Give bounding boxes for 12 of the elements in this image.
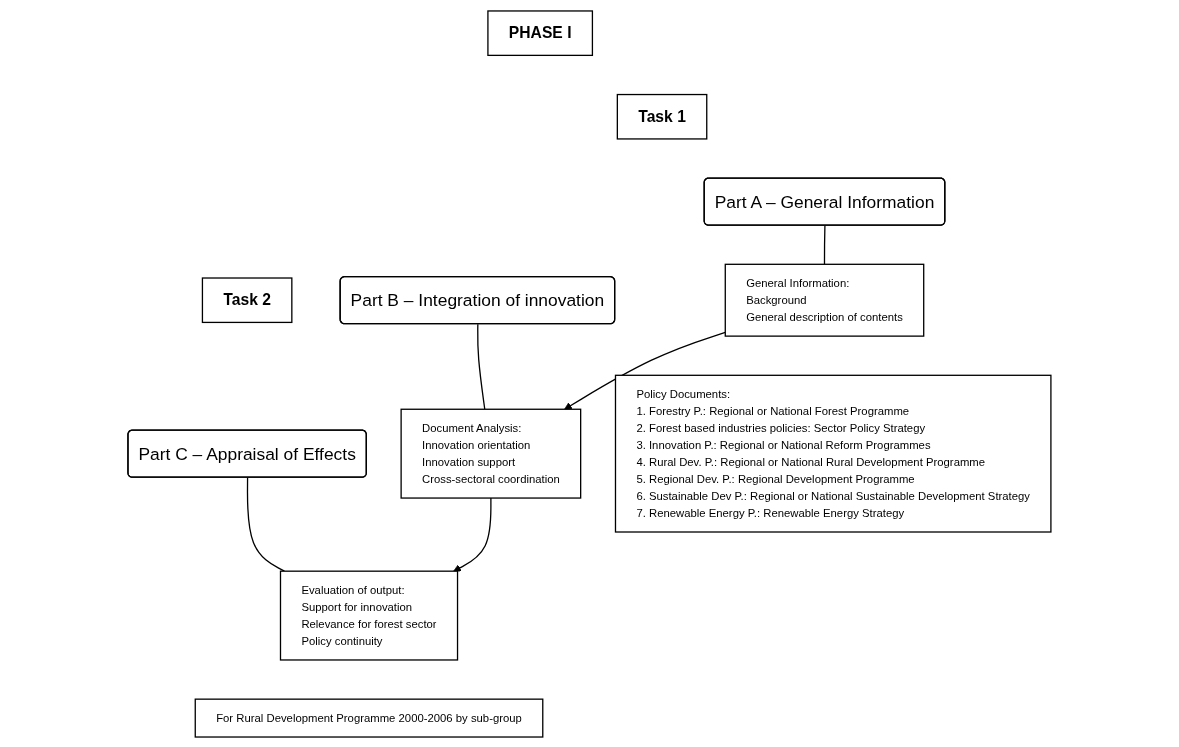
connector	[477, 323, 486, 410]
node-box: Policy Documents: 1. Forestry P.: Regional or National Forest Programme 2. Forest based industries policies: Sector Policy Strategy 3. Innovation P.: Regional or National Reform Programmes 4. Rural Dev. P.: Regional or National Rural Development Programme 5. Regional Dev. P.: Regional Development Programme 6. Sustainable Dev P.: Regional or National Sustainable Development Strategy 7. Renewable Energy P.: Renewable Energy Strategy	[614, 374, 1052, 533]
node-box: Task 2	[201, 276, 293, 323]
connector	[823, 224, 826, 265]
node-box: PHASE I	[487, 9, 594, 56]
arrow	[453, 496, 492, 571]
node-box: Document Analysis: Innovation orientation Innovation support Cross-sectoral coordination	[400, 408, 582, 499]
node-box: Task 1	[616, 93, 708, 140]
node-box: For Rural Development Programme 2000-2006 by sub-group	[194, 698, 544, 738]
node-box: General Information: Background General description of contents	[724, 263, 925, 337]
arrow	[564, 331, 726, 410]
node-box: Evaluation of output: Support for innovation Relevance for forest sector Policy continuity	[279, 570, 459, 661]
